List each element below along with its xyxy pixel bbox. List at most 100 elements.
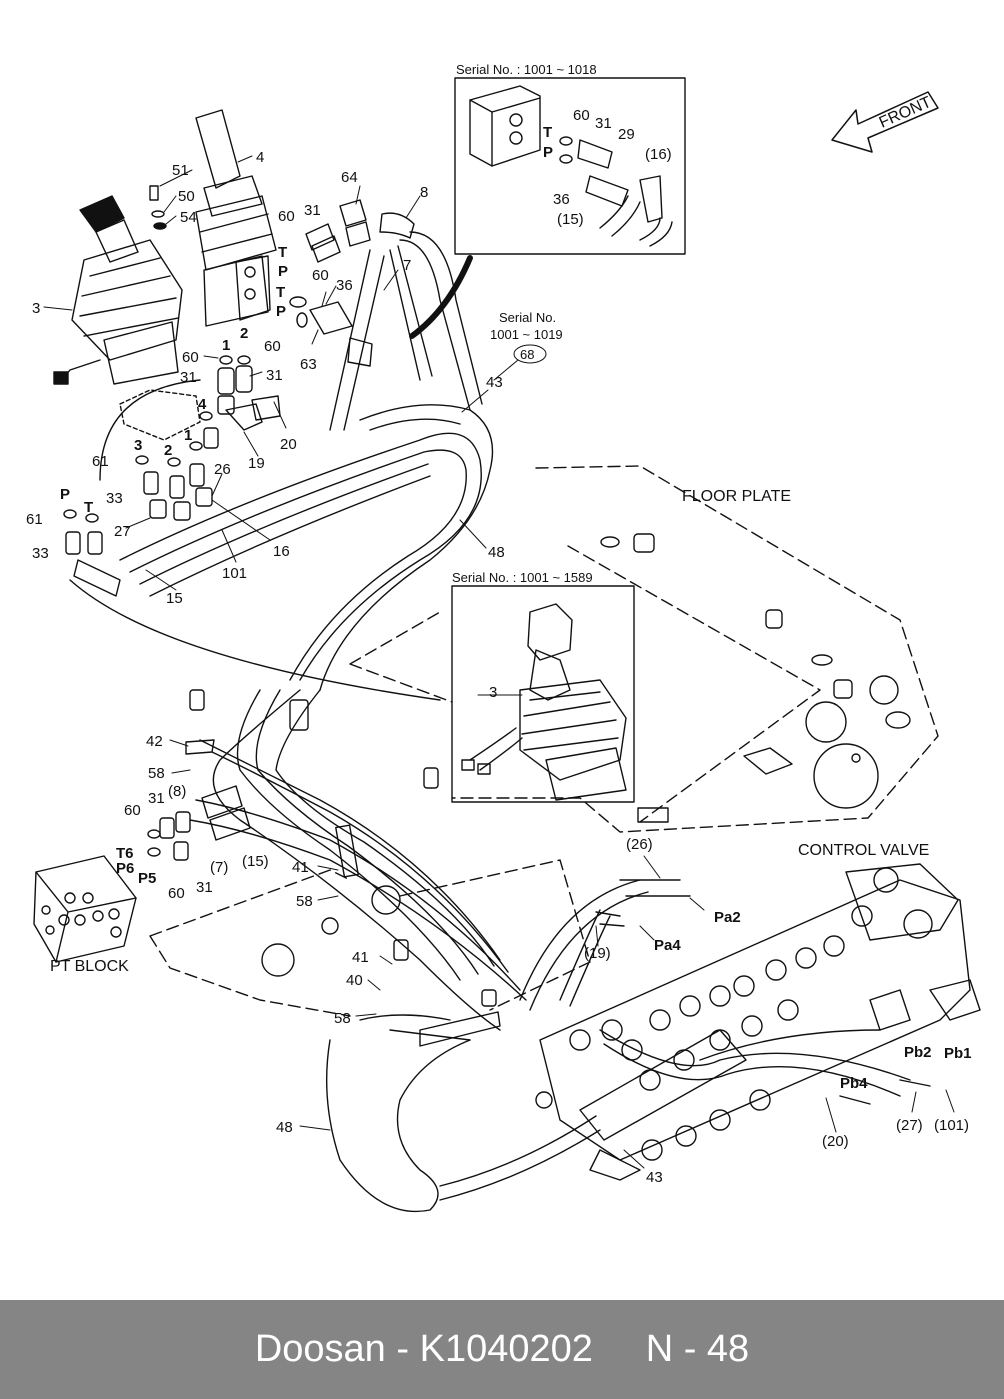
callout: 31 xyxy=(266,367,283,384)
callout: 60 xyxy=(264,338,281,355)
callout: 42 xyxy=(146,733,163,750)
port-label: P xyxy=(543,144,553,161)
callout: 51 xyxy=(172,162,189,179)
callout: 16 xyxy=(273,543,290,560)
port-label: T xyxy=(84,499,93,516)
callout: 20 xyxy=(280,436,297,453)
floor-plate-outline xyxy=(149,465,939,1017)
callout: (16) xyxy=(645,146,672,163)
callout: 2 xyxy=(164,442,172,459)
inset-box-serial-1589 xyxy=(451,585,635,803)
floor-plate-label: FLOOR PLATE xyxy=(682,488,791,505)
hose-bundle-upper xyxy=(119,231,494,691)
port-label: Pa2 xyxy=(714,909,741,926)
serial-note-ref: 68 xyxy=(520,347,534,362)
callout: 36 xyxy=(336,277,353,294)
callout: 60 xyxy=(168,885,185,902)
port-label: Pb1 xyxy=(944,1045,972,1062)
callout: (19) xyxy=(584,945,611,962)
callout: 58 xyxy=(296,893,313,910)
callout: 15 xyxy=(166,590,183,607)
callout: 8 xyxy=(420,184,428,201)
callout: 33 xyxy=(32,545,49,562)
inset-serial-middle: Serial No. : 1001 ~ 1589 xyxy=(452,570,593,585)
callout: 3 xyxy=(489,684,497,701)
bolt-washers xyxy=(149,185,167,230)
callout: 41 xyxy=(352,949,369,966)
port-label: P5 xyxy=(138,870,156,887)
callout: (8) xyxy=(168,783,186,800)
footer-bar: Doosan - K1040202 N - 48 xyxy=(0,1300,1004,1399)
footer-spacer xyxy=(593,1328,646,1371)
callout: 33 xyxy=(106,490,123,507)
callout: 54 xyxy=(180,209,197,226)
callout: 43 xyxy=(486,374,503,391)
port-label: Pb4 xyxy=(840,1075,868,1092)
fittings-pt xyxy=(147,785,251,861)
callout: (26) xyxy=(626,836,653,853)
callout: 63 xyxy=(300,356,317,373)
port-label: T6 xyxy=(116,845,134,862)
port-label: T xyxy=(276,284,285,301)
control-valve-label: CONTROL VALVE xyxy=(798,842,929,859)
port-label: P xyxy=(276,303,286,320)
hydraulic-parts-diagram: FRONT FLOOR PLATE CONTROL VALVE PT BLOCK… xyxy=(26,62,981,1213)
fittings-cluster-left xyxy=(63,355,281,597)
brackets xyxy=(185,689,501,1047)
callout: 36 xyxy=(553,191,570,208)
callout: (20) xyxy=(822,1133,849,1150)
front-label: FRONT xyxy=(877,94,934,132)
callout: 60 xyxy=(182,349,199,366)
front-arrow-icon xyxy=(831,91,939,153)
footer-part-number: K1040202 xyxy=(419,1328,593,1370)
callout: (15) xyxy=(242,853,269,870)
callout: 43 xyxy=(646,1169,663,1186)
callout: 27 xyxy=(114,523,131,540)
callout: 31 xyxy=(148,790,165,807)
pt-block-label: PT BLOCK xyxy=(50,958,129,975)
callout: 1 xyxy=(184,427,192,444)
footer-brand: Doosan xyxy=(254,1328,386,1370)
callout: 31 xyxy=(180,369,197,386)
port-label: T xyxy=(543,124,552,141)
inset-box-serial-1018 xyxy=(454,77,686,255)
port-label: T xyxy=(278,244,287,261)
callout: 31 xyxy=(196,879,213,896)
callout: 48 xyxy=(488,544,505,561)
inset-serial-top: Serial No. : 1001 ~ 1018 xyxy=(456,62,597,77)
hose-sleeve-43-lower xyxy=(579,1029,747,1141)
callout: 31 xyxy=(595,115,612,132)
callout: (27) xyxy=(896,1117,923,1134)
joystick-3-left xyxy=(53,195,183,385)
callout: 60 xyxy=(278,208,295,225)
callout: 3 xyxy=(32,300,40,317)
callout: 50 xyxy=(178,188,195,205)
serial-note-line1: Serial No. xyxy=(499,310,556,325)
callout: 60 xyxy=(124,802,141,819)
callout: 58 xyxy=(334,1010,351,1027)
callout: 48 xyxy=(276,1119,293,1136)
footer-separator: - xyxy=(385,1328,420,1370)
leader-lines xyxy=(43,155,955,1169)
callout: 60 xyxy=(312,267,329,284)
callout: 58 xyxy=(148,765,165,782)
port-label: P xyxy=(60,486,70,503)
callout: 101 xyxy=(222,565,247,582)
port-label: Pb2 xyxy=(904,1044,932,1061)
callout: 7 xyxy=(403,257,411,274)
callout: 2 xyxy=(240,325,248,342)
callout: 60 xyxy=(573,107,590,124)
port-label: P xyxy=(278,263,288,280)
fittings-cluster-top xyxy=(289,199,415,367)
port-label: Pa4 xyxy=(654,937,681,954)
footer-page: N - 48 xyxy=(645,1328,750,1370)
callout: 31 xyxy=(304,202,321,219)
serial-note-ref-oval xyxy=(513,344,547,364)
callout: 19 xyxy=(248,455,265,472)
joystick-4-center xyxy=(195,109,277,327)
control-valve xyxy=(535,863,981,1181)
floor-plate-holes xyxy=(261,533,911,977)
callout: 29 xyxy=(618,126,635,143)
callout: 41 xyxy=(292,859,309,876)
port-label: P6 xyxy=(116,860,134,877)
